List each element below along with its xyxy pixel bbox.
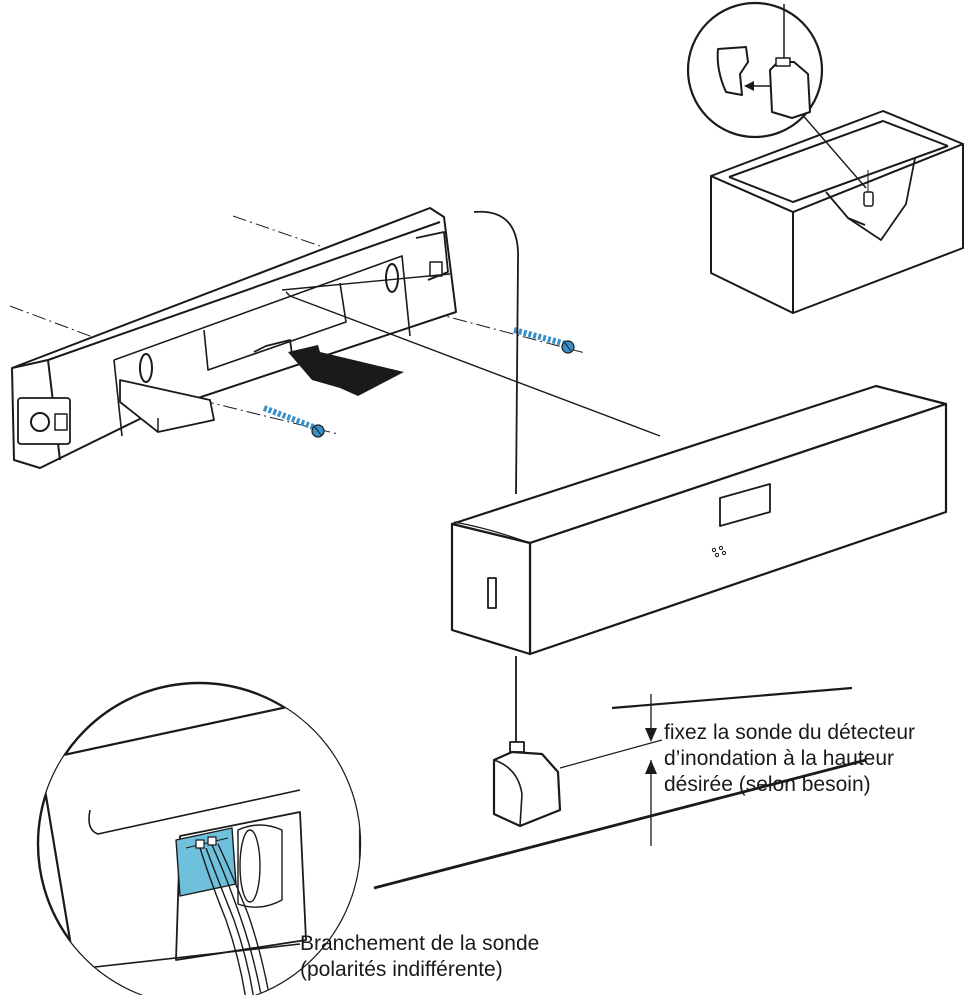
probe-cable-upper <box>473 210 519 495</box>
height-instruction-label: fixez la sonde du détecteur d’inondation… <box>664 720 915 798</box>
probe-connection-line-2: (polarités indifférente) <box>300 958 503 981</box>
bracket-slot-right <box>385 263 399 293</box>
holder-bracket <box>716 46 749 96</box>
flood-probe <box>492 750 562 828</box>
height-dimension <box>645 694 657 846</box>
floor-line <box>373 758 867 890</box>
probe-connection-label: Branchement de la sonde (polarités indif… <box>300 931 539 983</box>
probe-wires <box>199 843 271 995</box>
height-instruction-line-2: d’inondation à la hauteur <box>664 747 895 770</box>
bracket-back-plate <box>11 207 457 469</box>
container-top-rim <box>710 110 964 213</box>
screw-right <box>513 327 575 354</box>
alignment-guide-front <box>281 273 451 291</box>
height-instruction-line-1: fixez la sonde du détecteur <box>664 721 915 744</box>
clip-arrow-icon <box>744 81 754 91</box>
bracket-slot-left <box>139 353 153 383</box>
mounting-bracket <box>9 207 586 469</box>
bracket-left-hole <box>30 412 50 432</box>
insertion-arrow-icon <box>288 345 404 396</box>
detector-unit <box>450 384 948 656</box>
screw-left <box>262 405 325 438</box>
probe-in-container <box>863 191 874 207</box>
height-instruction-line-3: désirée (selon besoin) <box>664 773 871 796</box>
clip-magnifier <box>686 1 824 139</box>
probe-connection-line-1: Branchement de la sonde <box>300 932 540 955</box>
container-inset <box>710 110 964 314</box>
probe-housing <box>769 61 811 119</box>
speaker-grille-icon <box>711 545 727 558</box>
detector-display-window <box>719 483 771 527</box>
detector-end-slot <box>487 577 497 609</box>
bracket-support-rib <box>119 379 215 433</box>
